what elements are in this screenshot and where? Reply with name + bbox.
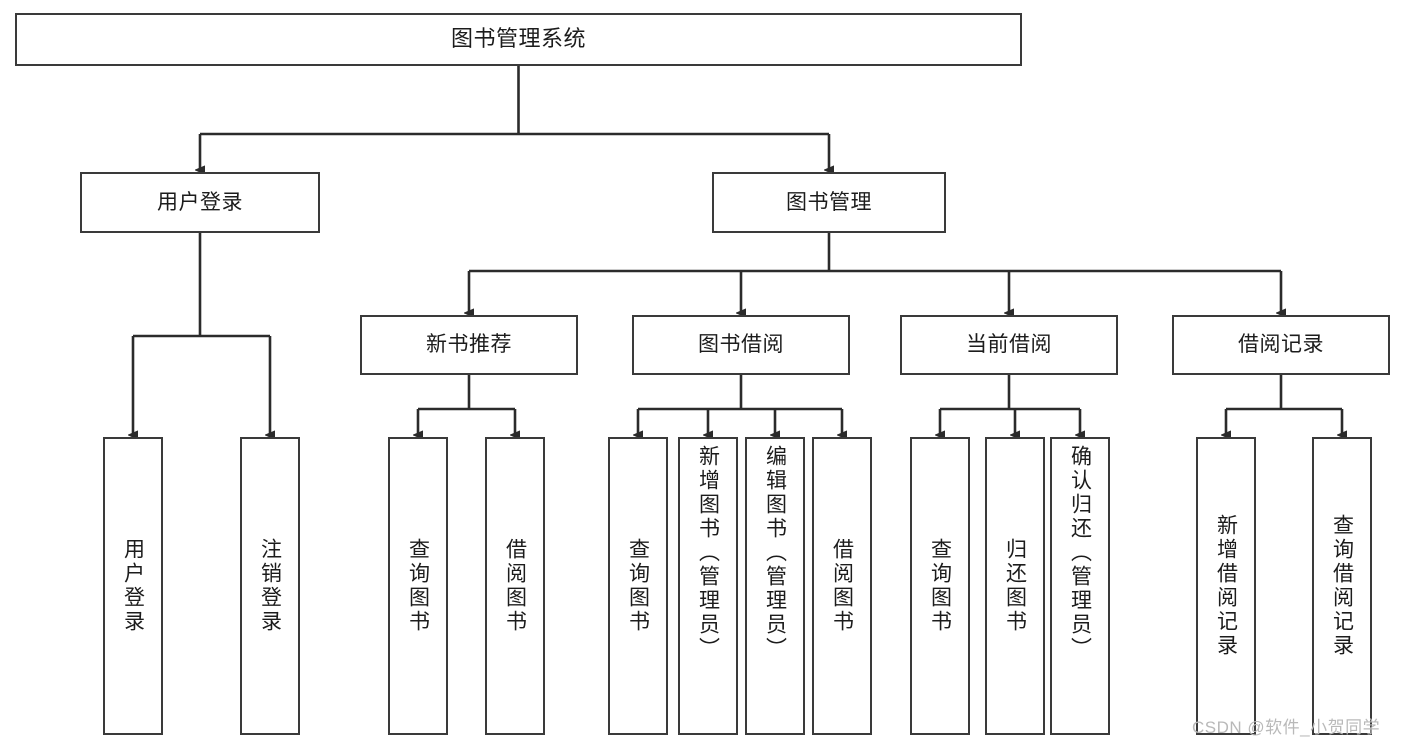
leaf-borrow-edit-book[interactable]: 编辑图书（管理员）: [745, 437, 805, 735]
leaf-borrow-do-borrow-label: 借阅图书: [830, 538, 854, 634]
leaf-record-add-label: 新增借阅记录: [1214, 514, 1238, 658]
node-book-manage[interactable]: 图书管理: [712, 172, 946, 233]
leaf-borrow-query-book[interactable]: 查询图书: [608, 437, 668, 735]
leaf-user-login[interactable]: 用户登录: [103, 437, 163, 735]
node-root-label: 图书管理系统: [450, 26, 586, 52]
node-user-login-label: 用户登录: [157, 190, 243, 214]
leaf-recommend-borrow-book-label: 借阅图书: [503, 538, 527, 634]
leaf-recommend-borrow-book[interactable]: 借阅图书: [485, 437, 545, 735]
leaf-borrow-add-book[interactable]: 新增图书（管理员）: [678, 437, 738, 735]
leaf-recommend-query-book[interactable]: 查询图书: [388, 437, 448, 735]
leaf-current-query-book-label: 查询图书: [928, 538, 952, 634]
node-borrow-record-label: 借阅记录: [1238, 333, 1324, 357]
node-root[interactable]: 图书管理系统: [15, 13, 1022, 66]
leaf-current-confirm-return-label: 确认归还（管理员）: [1068, 445, 1092, 661]
leaf-record-query-label: 查询借阅记录: [1330, 514, 1354, 658]
leaf-current-return-book-label: 归还图书: [1003, 538, 1027, 634]
leaf-user-logout[interactable]: 注销登录: [240, 437, 300, 735]
node-book-manage-label: 图书管理: [786, 190, 872, 214]
leaf-borrow-query-book-label: 查询图书: [626, 538, 650, 634]
watermark: CSDN @软件_小贺同学: [1192, 718, 1381, 737]
leaf-borrow-edit-book-label: 编辑图书（管理员）: [763, 445, 787, 661]
leaf-user-login-label: 用户登录: [121, 538, 145, 634]
leaf-current-confirm-return[interactable]: 确认归还（管理员）: [1050, 437, 1110, 735]
node-user-login[interactable]: 用户登录: [80, 172, 320, 233]
node-current-borrow[interactable]: 当前借阅: [900, 315, 1118, 375]
leaf-borrow-add-book-label: 新增图书（管理员）: [696, 445, 720, 661]
node-book-borrow[interactable]: 图书借阅: [632, 315, 850, 375]
leaf-record-query[interactable]: 查询借阅记录: [1312, 437, 1372, 735]
leaf-borrow-do-borrow[interactable]: 借阅图书: [812, 437, 872, 735]
leaf-user-logout-label: 注销登录: [258, 538, 282, 634]
node-current-borrow-label: 当前借阅: [966, 333, 1052, 357]
node-new-book-recommend[interactable]: 新书推荐: [360, 315, 578, 375]
node-book-borrow-label: 图书借阅: [698, 333, 784, 357]
node-borrow-record[interactable]: 借阅记录: [1172, 315, 1390, 375]
leaf-recommend-query-book-label: 查询图书: [406, 538, 430, 634]
node-new-book-recommend-label: 新书推荐: [426, 333, 512, 357]
leaf-current-query-book[interactable]: 查询图书: [910, 437, 970, 735]
leaf-current-return-book[interactable]: 归还图书: [985, 437, 1045, 735]
leaf-record-add[interactable]: 新增借阅记录: [1196, 437, 1256, 735]
